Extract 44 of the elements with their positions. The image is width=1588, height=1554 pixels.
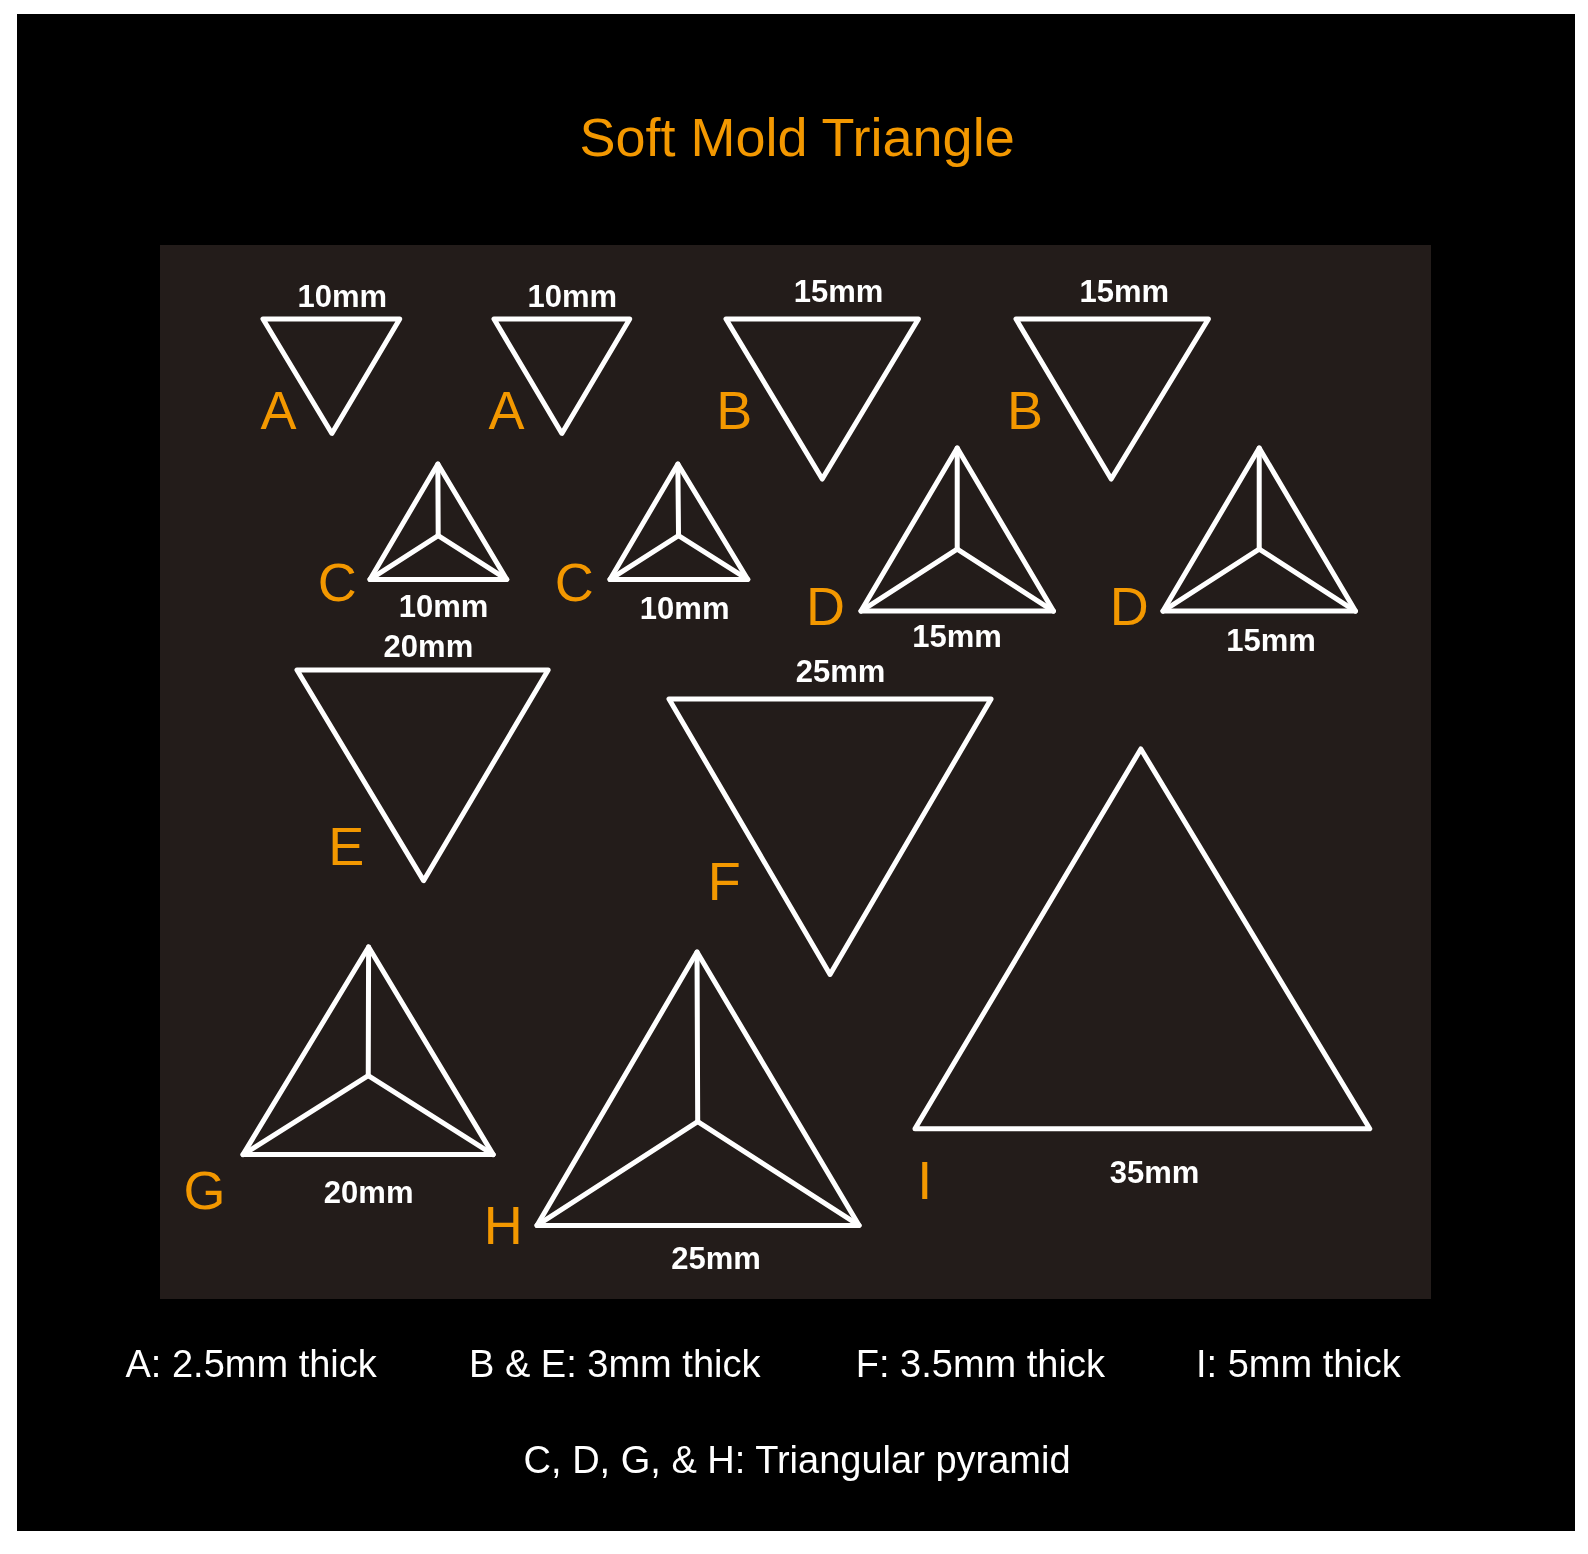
note-text: B & E: 3mm thick <box>469 1345 761 1384</box>
triangle-outline <box>259 315 405 438</box>
pyramid-drawing <box>365 459 511 584</box>
shape-letter: H <box>483 1198 523 1253</box>
dimension-label: 10mm <box>398 590 489 622</box>
triangle-outline <box>292 666 552 886</box>
dimension-label: 10mm <box>297 280 388 312</box>
shape-letter: A <box>488 383 525 438</box>
triangle-outline <box>910 745 1374 1134</box>
shape-letter: C <box>317 555 357 610</box>
triangle-outline <box>1011 315 1213 484</box>
shape-letter: B <box>716 383 753 438</box>
triangle-outline <box>722 315 923 484</box>
dimension-label: 35mm <box>1109 1156 1200 1188</box>
pyramid-drawing <box>239 942 498 1159</box>
pyramid-drawing <box>532 948 863 1230</box>
dimension-label: 25mm <box>795 656 886 687</box>
dimension-label: 20mm <box>323 1176 414 1208</box>
pyramid-drawing <box>605 459 752 584</box>
triangle-outline <box>665 694 996 979</box>
shape-letter: F <box>707 854 741 909</box>
shape-letter: G <box>183 1163 226 1218</box>
dimension-label: 25mm <box>671 1242 761 1274</box>
note-text: A: 2.5mm thick <box>125 1345 377 1384</box>
dimension-label: 15mm <box>793 275 884 307</box>
dimension-label: 10mm <box>527 280 617 312</box>
shape-letter: B <box>1006 383 1043 438</box>
dimension-label: 15mm <box>912 620 1002 652</box>
shape-letter: E <box>328 818 365 873</box>
dimension-label: 10mm <box>639 592 730 624</box>
pyramid-drawing <box>856 443 1058 615</box>
shape-letter: C <box>554 555 594 610</box>
shape-letter: D <box>805 578 845 633</box>
shape-letter: I <box>917 1152 933 1207</box>
dimension-label: 15mm <box>1079 275 1169 307</box>
shape-letter: A <box>260 383 297 438</box>
note-text: F: 3.5mm thick <box>855 1345 1105 1384</box>
note-text: C, D, G, & H: Triangular pyramid <box>523 1441 1071 1480</box>
dimension-label: 15mm <box>1226 624 1316 656</box>
dimension-label: 20mm <box>383 630 474 662</box>
pyramid-drawing <box>1158 443 1360 615</box>
triangle-outline <box>490 315 634 438</box>
note-text: I: 5mm thick <box>1196 1345 1401 1384</box>
shape-letter: D <box>1109 578 1149 633</box>
